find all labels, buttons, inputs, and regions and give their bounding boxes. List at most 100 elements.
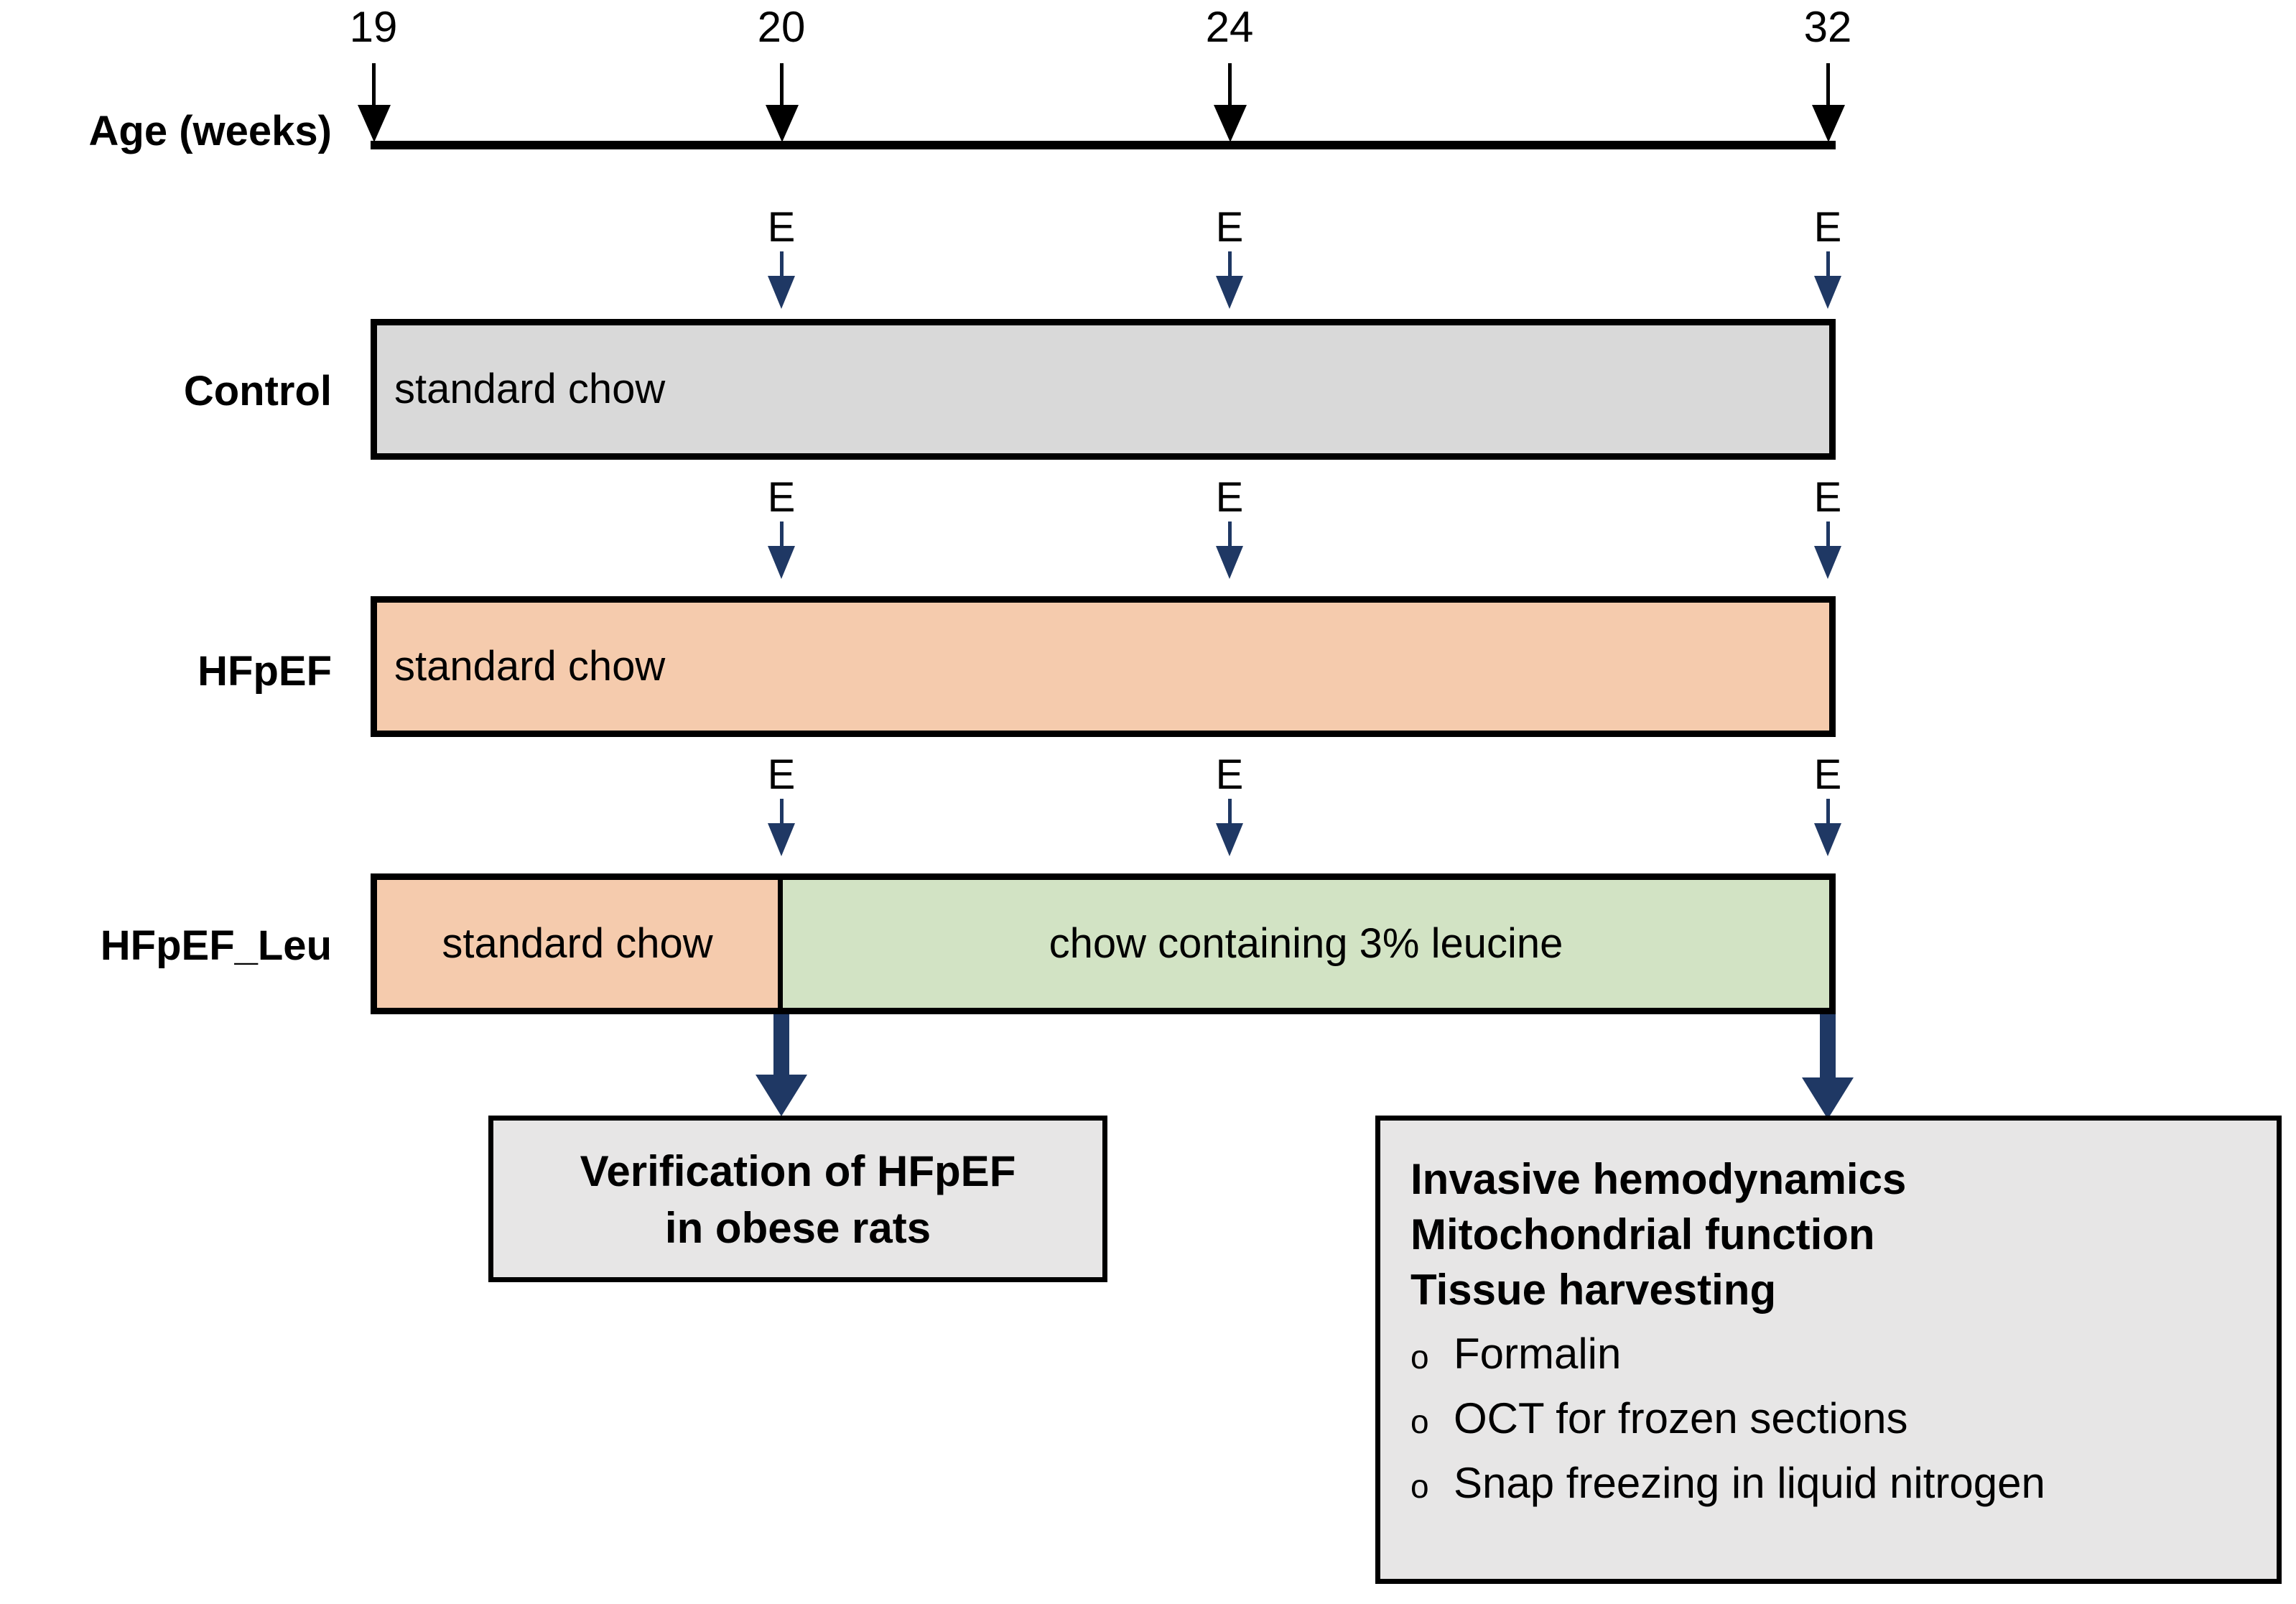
outcome-box-verification: Verification of HFpEF in obese rats [488,1116,1107,1282]
echo-letter: E [1813,204,1842,251]
arrow-stem [1228,799,1232,828]
echo-arrow [1799,521,1856,579]
echo-arrow [1799,799,1856,856]
echo-letter: E [767,751,796,798]
echo-arrow [753,799,810,856]
echo-marker-hfpef-week20: E [753,474,810,579]
diet-segment-standard-chow: standard chow [377,603,1829,731]
diet-segment-label: standard chow [442,919,713,967]
axis-arrow-32 [1806,63,1849,142]
timepoint-label-19: 19 [349,3,398,51]
echo-arrow [753,251,810,309]
echo-arrow [1799,251,1856,309]
group-label-hfpef: HFpEF [197,648,332,695]
timepoint-label-32: 32 [1803,3,1852,51]
arrow-head [1812,105,1845,142]
diet-bar-hfpef: standard chow [371,596,1836,737]
arrow-head [756,1075,807,1116]
echo-arrow [1201,251,1258,309]
arrow-stem [780,521,784,550]
echo-marker-hfpefleu-week32: E [1799,751,1856,856]
arrow-stem [1826,63,1830,108]
arrow-head [358,105,391,142]
timepoint-label-20: 20 [757,3,806,51]
arrow-head [1214,105,1247,142]
circle-bullet-icon: o [1410,1403,1429,1441]
arrow-stem [1228,63,1232,108]
echo-arrow [1201,799,1258,856]
echo-arrow [1201,521,1258,579]
circle-bullet-icon: o [1410,1338,1429,1376]
age-axis-line [371,141,1836,149]
arrow-stem [1228,521,1232,550]
echo-letter: E [767,474,796,521]
outcome-arrow-verification [756,1014,807,1116]
group-label-hfpef-leu: HFpEF_Leu [100,922,332,969]
verification-line-1: Verification of HFpEF [580,1147,1016,1195]
outcome-arrow-endpoint [1802,1014,1854,1121]
arrow-stem [372,63,376,108]
diet-segment-leucine-chow: chow containing 3% leucine [783,880,1829,1008]
group-label-control: Control [183,368,332,414]
endpoint-heading-mitochondrial: Mitochondrial function [1410,1210,1875,1258]
echo-letter: E [1813,751,1842,798]
echo-letter: E [767,204,796,251]
arrow-stem [1826,251,1830,280]
arrow-stem [780,63,784,108]
endpoint-bullet-snap-freezing: o Snap freezing in liquid nitrogen [1410,1455,2277,1511]
arrow-head [1814,823,1841,856]
arrow-stem [780,799,784,828]
arrow-head [1216,276,1243,309]
endpoint-bullet-label: OCT for frozen sections [1454,1394,1908,1443]
echo-arrow [753,521,810,579]
arrow-head [766,105,799,142]
axis-arrow-19 [352,63,395,142]
endpoint-heading-tissue-harvesting: Tissue harvesting [1410,1265,1777,1314]
arrow-head [1814,546,1841,579]
axis-arrow-24 [1208,63,1251,142]
outcome-box-endpoint: Invasive hemodynamics Mitochondrial func… [1375,1116,2282,1584]
endpoint-bullet-oct: o OCT for frozen sections [1410,1391,2277,1447]
arrow-head [1216,823,1243,856]
endpoint-heading-hemodynamics: Invasive hemodynamics [1410,1155,1907,1203]
arrow-head [768,823,795,856]
circle-bullet-icon: o [1410,1468,1429,1506]
echo-marker-hfpefleu-week20: E [753,751,810,856]
endpoint-content: Invasive hemodynamics Mitochondrial func… [1380,1121,2277,1511]
diet-bar-control: standard chow [371,319,1836,460]
axis-label-age: Age (weeks) [88,108,332,154]
echo-letter: E [1215,204,1244,251]
echo-marker-control-week20: E [753,204,810,309]
arrow-stem [1826,799,1830,828]
arrow-head [1216,546,1243,579]
endpoint-bullet-label: Snap freezing in liquid nitrogen [1454,1459,2045,1508]
arrow-stem [1826,521,1830,550]
endpoint-bullet-formalin: o Formalin [1410,1326,2277,1382]
arrow-stem [780,251,784,280]
arrow-stem [1820,1014,1836,1086]
echo-letter: E [1813,474,1842,521]
endpoint-bullet-label: Formalin [1454,1330,1622,1378]
echo-marker-hfpef-week32: E [1799,474,1856,579]
arrow-head [1814,276,1841,309]
timepoint-label-24: 24 [1205,3,1254,51]
diet-segment-label: standard chow [394,365,666,412]
verification-line-2: in obese rats [664,1204,931,1253]
echo-marker-control-week24: E [1201,204,1258,309]
diet-segment-standard-chow: standard chow [377,325,1829,453]
echo-letter: E [1215,474,1244,521]
arrow-head [768,276,795,309]
echo-letter: E [1215,751,1244,798]
arrow-stem [773,1014,789,1083]
diet-segment-standard-chow: standard chow [377,880,783,1008]
arrow-stem [1228,251,1232,280]
diet-bar-hfpef-leu: standard chow chow containing 3% leucine [371,873,1836,1014]
echo-marker-hfpef-week24: E [1201,474,1258,579]
axis-arrow-20 [760,63,803,142]
arrow-head [768,546,795,579]
diet-segment-label: standard chow [394,642,666,690]
echo-marker-control-week32: E [1799,204,1856,309]
diet-segment-label: chow containing 3% leucine [1049,919,1563,967]
arrow-head [1802,1077,1854,1119]
